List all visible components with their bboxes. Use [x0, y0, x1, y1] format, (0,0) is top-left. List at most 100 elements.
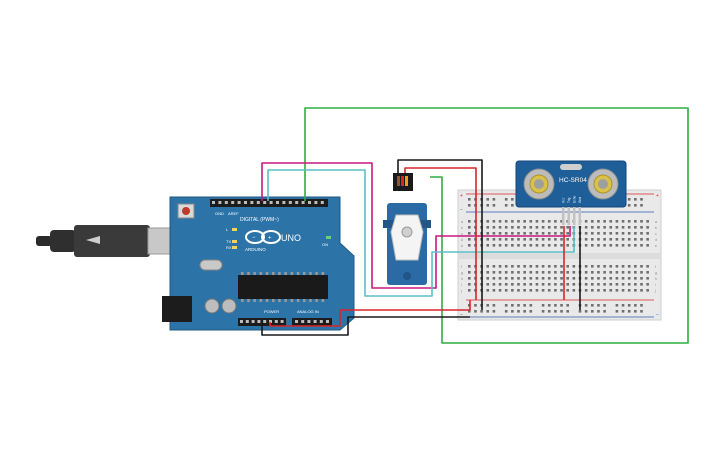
breadboard-hole[interactable]	[627, 244, 631, 247]
breadboard-hole[interactable]	[597, 283, 600, 286]
breadboard-hole[interactable]	[486, 220, 490, 223]
breadboard-hole[interactable]	[603, 304, 606, 307]
breadboard-hole[interactable]	[554, 265, 557, 268]
breadboard-hole[interactable]	[584, 220, 588, 223]
breadboard-hole[interactable]	[572, 265, 576, 268]
breadboard-hole[interactable]	[609, 277, 613, 280]
breadboard-hole[interactable]	[640, 226, 643, 229]
breadboard-hole[interactable]	[511, 238, 514, 241]
sensor-pin-vcc[interactable]	[562, 207, 565, 225]
wire-red-servo-vcc[interactable]	[404, 167, 477, 300]
breadboard-hole[interactable]	[517, 304, 520, 307]
breadboard-hole[interactable]	[566, 238, 569, 241]
breadboard-hole[interactable]	[560, 271, 563, 274]
breadboard-hole[interactable]	[627, 271, 631, 274]
arduino-uno-board[interactable]: DIGITAL (PWM~) AREF GND TX RX L ON − + A…	[162, 196, 355, 331]
breadboard-hole[interactable]	[529, 289, 533, 292]
breadboard-hole[interactable]	[523, 226, 526, 229]
breadboard-hole[interactable]	[498, 238, 502, 241]
wire-green-echo[interactable]	[304, 107, 689, 344]
breadboard-hole[interactable]	[597, 226, 600, 229]
breadboard-hole[interactable]	[523, 265, 526, 268]
breadboard-hole[interactable]	[468, 310, 471, 313]
digital-pin[interactable]	[218, 201, 222, 204]
breadboard-hole[interactable]	[547, 277, 551, 280]
breadboard-hole[interactable]	[468, 226, 471, 229]
breadboard-hole[interactable]	[615, 283, 619, 286]
breadboard-hole[interactable]	[603, 220, 606, 223]
breadboard-hole[interactable]	[492, 204, 496, 207]
breadboard-hole[interactable]	[511, 289, 514, 292]
breadboard-hole[interactable]	[640, 204, 643, 207]
breadboard-hole[interactable]	[486, 265, 490, 268]
breadboard-hole[interactable]	[566, 310, 569, 313]
breadboard-hole[interactable]	[634, 277, 637, 280]
breadboard-hole[interactable]	[492, 283, 496, 286]
breadboard-hole[interactable]	[468, 265, 471, 268]
breadboard-hole[interactable]	[603, 238, 606, 241]
breadboard-hole[interactable]	[486, 283, 490, 286]
breadboard-hole[interactable]	[511, 204, 514, 207]
breadboard-hole[interactable]	[529, 238, 533, 241]
breadboard-hole[interactable]	[554, 220, 557, 223]
breadboard-hole[interactable]	[646, 283, 649, 286]
breadboard-hole[interactable]	[627, 226, 631, 229]
breadboard-hole[interactable]	[640, 220, 643, 223]
breadboard-hole[interactable]	[584, 289, 588, 292]
breadboard-hole[interactable]	[640, 265, 643, 268]
breadboard-hole[interactable]	[517, 271, 520, 274]
digital-pin[interactable]	[314, 201, 318, 204]
breadboard-hole[interactable]	[591, 232, 594, 235]
breadboard-hole[interactable]	[615, 289, 619, 292]
breadboard-hole[interactable]	[486, 232, 490, 235]
breadboard-hole[interactable]	[535, 271, 539, 274]
breadboard-hole[interactable]	[498, 289, 502, 292]
breadboard-hole[interactable]	[529, 226, 533, 229]
breadboard-hole[interactable]	[468, 289, 471, 292]
breadboard-hole[interactable]	[603, 277, 606, 280]
breadboard-hole[interactable]	[560, 304, 563, 307]
digital-pin[interactable]	[231, 201, 235, 204]
breadboard-hole[interactable]	[486, 271, 490, 274]
breadboard-hole[interactable]	[597, 244, 600, 247]
breadboard-hole[interactable]	[634, 232, 637, 235]
breadboard-hole[interactable]	[627, 265, 631, 268]
breadboard-hole[interactable]	[591, 310, 594, 313]
breadboard-hole[interactable]	[486, 198, 490, 201]
breadboard-hole[interactable]	[609, 226, 613, 229]
breadboard-hole[interactable]	[535, 289, 539, 292]
breadboard-hole[interactable]	[621, 304, 625, 307]
breadboard-hole[interactable]	[603, 271, 606, 274]
breadboard-hole[interactable]	[615, 232, 619, 235]
breadboard-hole[interactable]	[578, 310, 582, 313]
breadboard-hole[interactable]	[646, 238, 649, 241]
breadboard-hole[interactable]	[609, 289, 613, 292]
breadboard-hole[interactable]	[492, 238, 496, 241]
breadboard-hole[interactable]	[603, 289, 606, 292]
breadboard-hole[interactable]	[640, 277, 643, 280]
breadboard-hole[interactable]	[603, 265, 606, 268]
breadboard-hole[interactable]	[517, 265, 520, 268]
breadboard-hole[interactable]	[511, 283, 514, 286]
breadboard-hole[interactable]	[584, 304, 588, 307]
breadboard-hole[interactable]	[498, 244, 502, 247]
breadboard-hole[interactable]	[584, 244, 588, 247]
sensor-pin-echo[interactable]	[573, 207, 576, 225]
breadboard-hole[interactable]	[474, 304, 477, 307]
breadboard-hole[interactable]	[621, 232, 625, 235]
breadboard-hole[interactable]	[504, 283, 508, 286]
breadboard-hole[interactable]	[504, 244, 508, 247]
breadboard-hole[interactable]	[609, 220, 613, 223]
breadboard-hole[interactable]	[486, 226, 490, 229]
breadboard-hole[interactable]	[535, 220, 539, 223]
digital-pin[interactable]	[224, 201, 228, 204]
breadboard-hole[interactable]	[621, 220, 625, 223]
breadboard-hole[interactable]	[529, 232, 533, 235]
breadboard-hole[interactable]	[591, 265, 594, 268]
breadboard-hole[interactable]	[468, 232, 471, 235]
analog-header-pins[interactable]	[292, 318, 332, 326]
breadboard-hole[interactable]	[584, 310, 588, 313]
breadboard-hole[interactable]	[634, 198, 637, 201]
breadboard-hole[interactable]	[541, 265, 545, 268]
breadboard-hole[interactable]	[560, 238, 563, 241]
